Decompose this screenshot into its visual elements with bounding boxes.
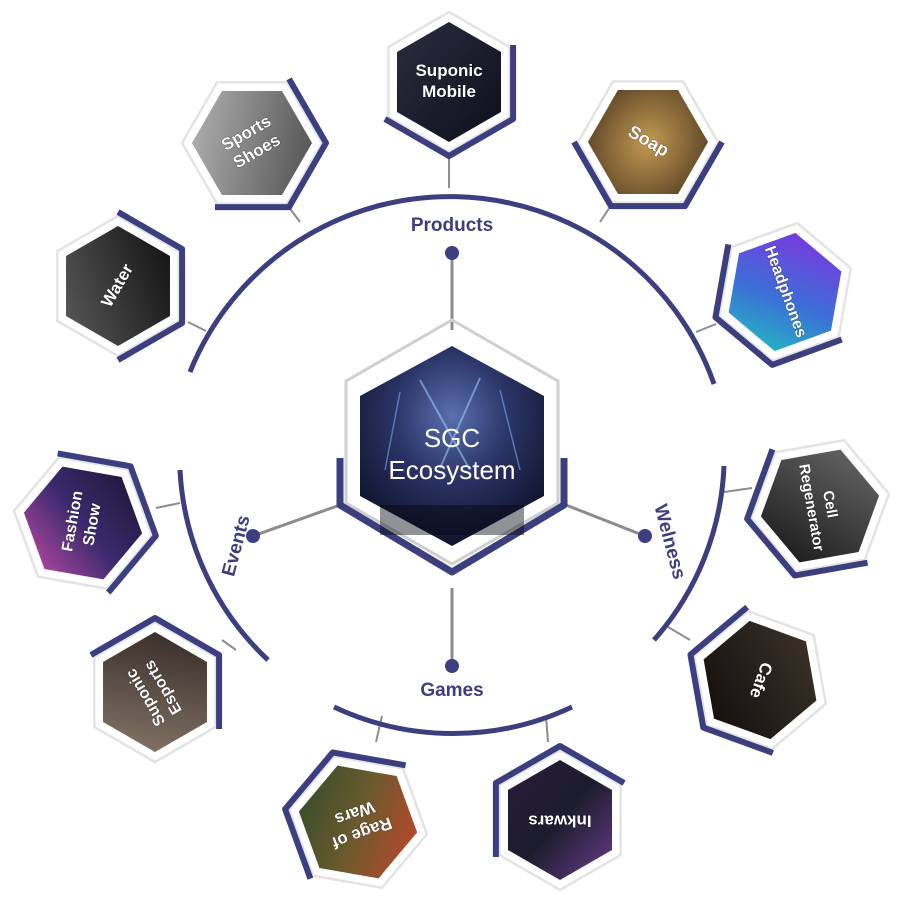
node-suponic-esports[interactable]: SuponicEsports (62, 599, 251, 782)
arc-games (334, 707, 572, 734)
dot-games (445, 659, 459, 673)
node-soap[interactable]: Soap (555, 49, 738, 238)
link-rage-of-wars (376, 716, 382, 742)
node-cafe[interactable]: Cafe (669, 594, 848, 764)
node-cell-regenerator[interactable]: CellRegenerator (736, 431, 900, 582)
node-label-inkwars-line1: Inkwars (528, 812, 591, 831)
category-label-games: Games (420, 680, 483, 701)
node-inkwars[interactable]: Inkwars (496, 746, 624, 890)
link-cafe (668, 627, 690, 640)
link-headphones (696, 324, 716, 332)
node-suponic-mobile[interactable]: SuponicMobile (385, 12, 513, 156)
center-title-line2: Ecosystem (388, 455, 515, 485)
category-label-wellness: Welness (649, 502, 689, 582)
link-suponic-esports (222, 640, 236, 650)
spoke-events (253, 505, 340, 536)
center-hub[interactable]: SGC Ecosystem (340, 320, 564, 572)
category-label-products: Products (411, 215, 493, 236)
node-label-suponic-mobile-line2: Mobile (422, 82, 476, 101)
link-fashion-show (156, 503, 180, 508)
category-label-events: Events (218, 513, 254, 579)
dot-wellness (638, 529, 652, 543)
node-rage-of-wars[interactable]: Rage ofWars (272, 731, 442, 901)
node-sports-shoes[interactable]: SportsShoes (161, 50, 344, 239)
spoke-wellness (566, 505, 645, 536)
node-water[interactable]: Water (25, 195, 214, 378)
dot-products (445, 246, 459, 260)
link-water (188, 322, 206, 331)
link-cell-regenerator (724, 488, 752, 492)
node-fashion-show[interactable]: FashionShow (3, 448, 167, 599)
center-title-line1: SGC (424, 423, 480, 453)
node-headphones[interactable]: Headphones (694, 208, 873, 378)
node-label-suponic-mobile-line1: Suponic (415, 61, 482, 80)
